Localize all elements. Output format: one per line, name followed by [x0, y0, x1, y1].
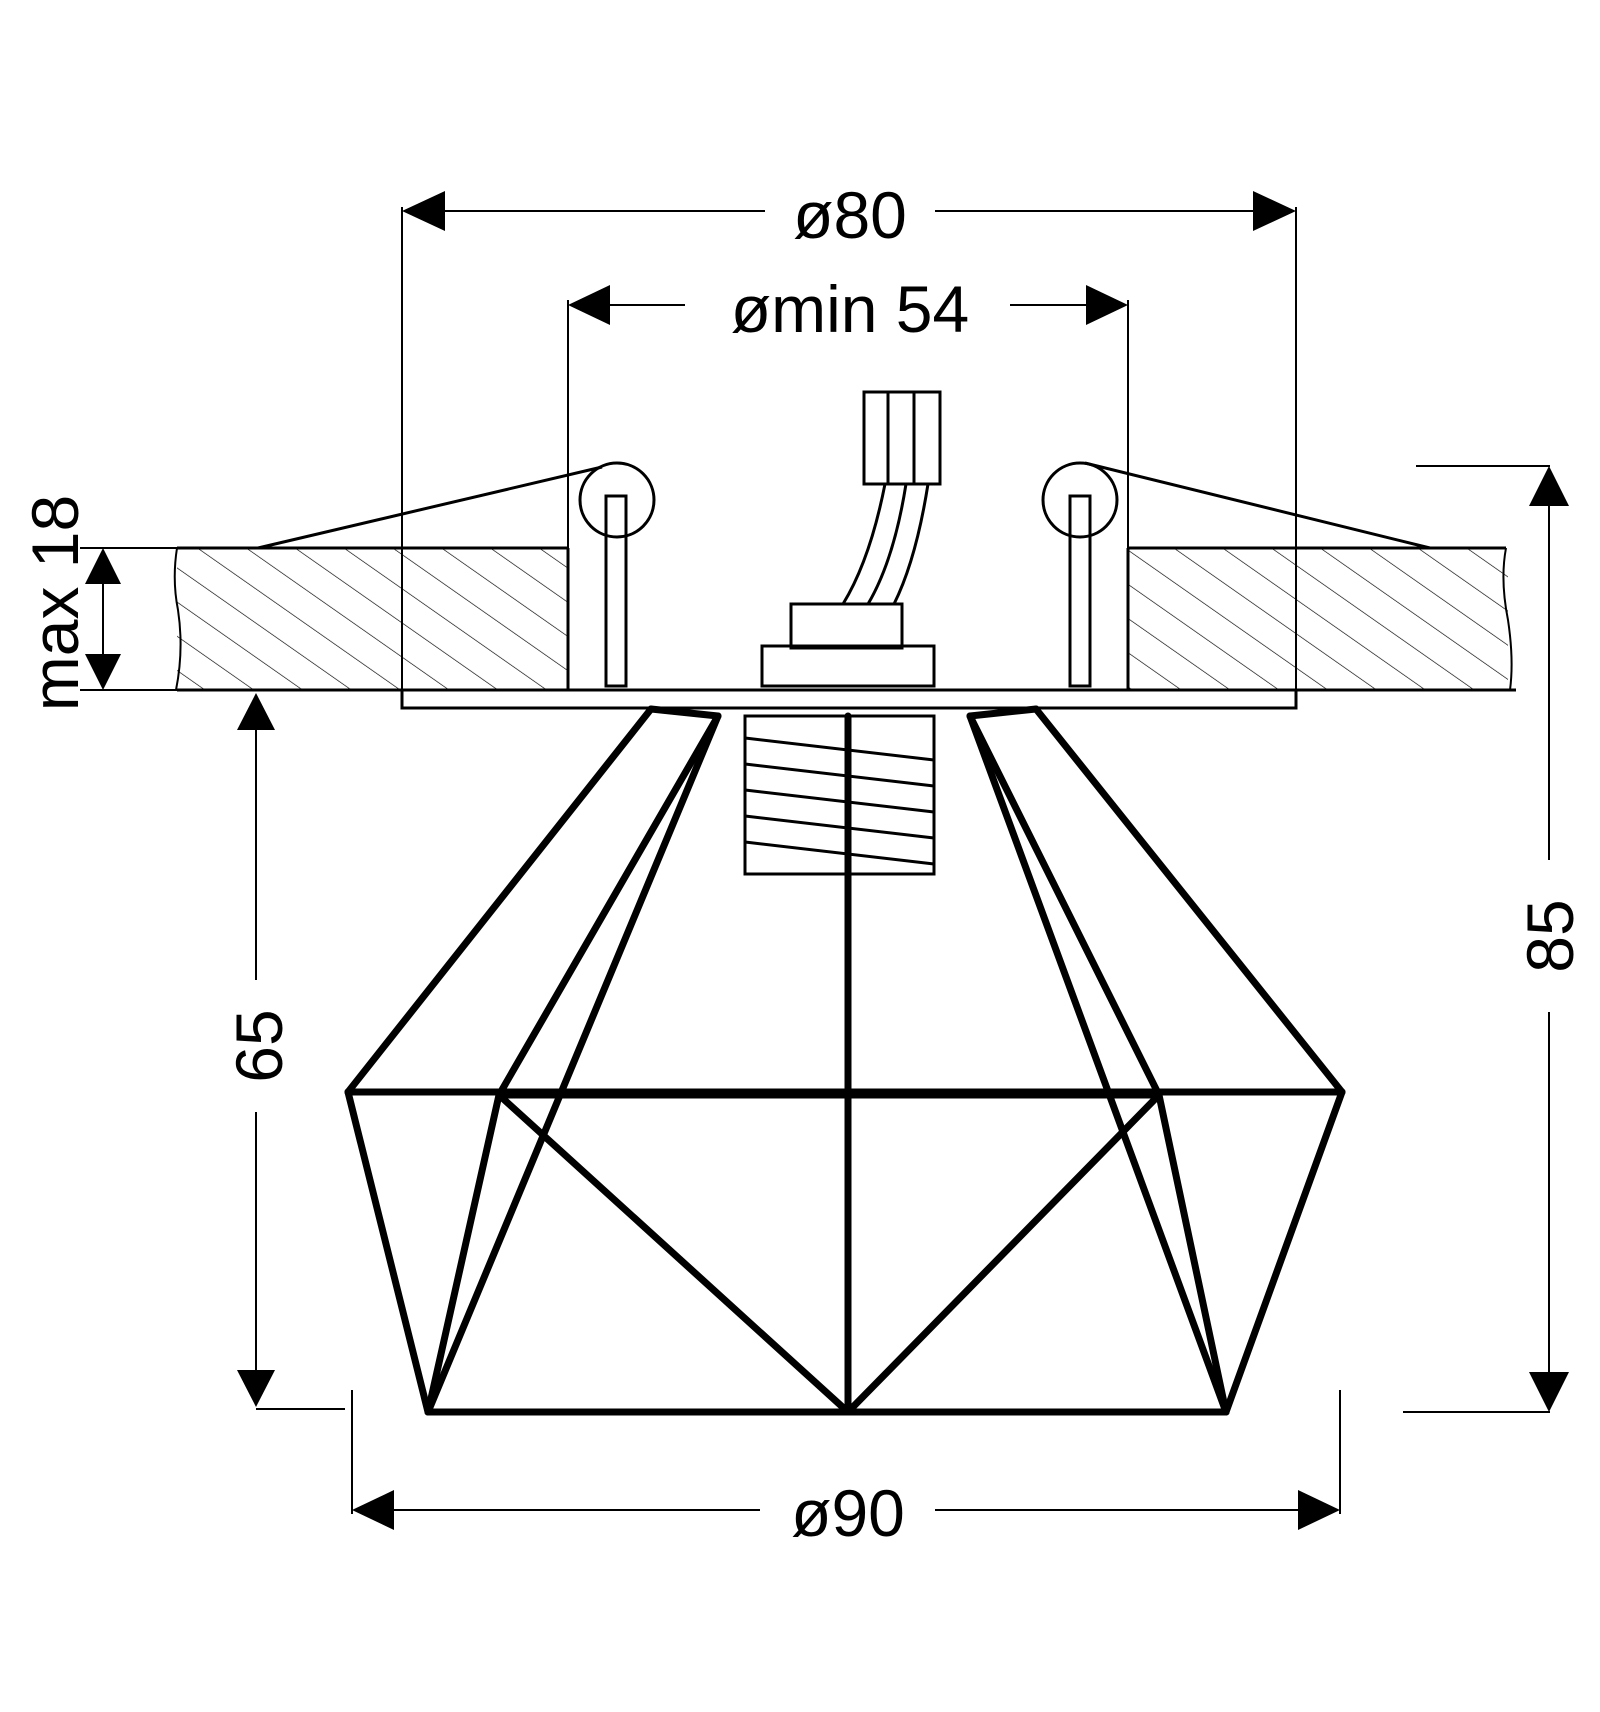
min-cutout-label: ømin 54	[731, 272, 969, 346]
shade-height-label: 65	[222, 1009, 296, 1082]
outer-diameter-label: ø80	[793, 178, 907, 252]
spring-clip-left	[257, 461, 656, 688]
spring-clip-right	[1041, 461, 1431, 688]
ceiling-panel-right	[1126, 546, 1516, 692]
lamp-socket	[743, 602, 936, 876]
dimension-ceiling-thickness: max 18	[18, 495, 177, 711]
ceiling-thickness-label: max 18	[18, 495, 92, 711]
bottom-diameter-label: ø90	[791, 1476, 905, 1550]
dimension-bottom-diameter: ø90	[351, 1390, 1341, 1550]
dimension-total-height: 85	[1403, 465, 1587, 1413]
total-height-label: 85	[1513, 899, 1587, 972]
mounting-ring	[400, 688, 1298, 710]
dimension-min-cutout: ømin 54	[567, 272, 1129, 548]
wire-cage-shade	[344, 705, 1346, 1416]
wire-connector	[841, 390, 942, 605]
dimension-outer-diameter: ø80	[401, 178, 1297, 700]
dimension-shade-height: 65	[222, 693, 345, 1410]
ceiling-panel-left	[173, 546, 570, 692]
